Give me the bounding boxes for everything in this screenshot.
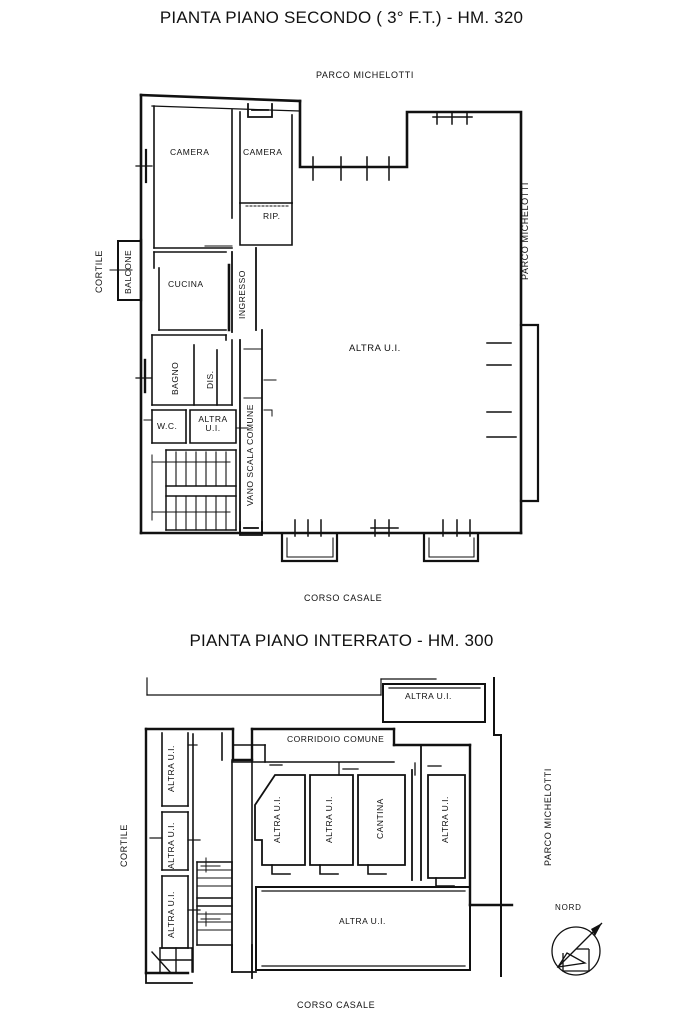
- room-label-altra-ui-cell-1: ALTRA U.I.: [272, 796, 282, 844]
- room-label-altra-ui-bottom: ALTRA U.I.: [339, 916, 386, 926]
- compass-icon: [551, 922, 603, 976]
- street-label-corso-casale-top-plan: CORSO CASALE: [304, 593, 383, 603]
- room-label-ingresso: INGRESSO: [237, 270, 247, 320]
- room-label-altra-ui-left-3: ALTRA U.I.: [166, 891, 176, 939]
- room-label-altra-ui-left-1: ALTRA U.I.: [166, 745, 176, 793]
- street-label-parco-michelotti-right: PARCO MICHELOTTI: [520, 182, 530, 280]
- compass-rose: NORD: [545, 903, 615, 985]
- room-label-altra-ui-top-right: ALTRA U.I.: [405, 691, 452, 701]
- room-label-bagno: BAGNO: [170, 361, 180, 395]
- room-label-wc: W.C.: [157, 421, 178, 431]
- plan-title-upper: PIANTA PIANO SECONDO ( 3° F.T.) - HM. 32…: [159, 8, 524, 27]
- room-label-vano-scala-comune: VANO SCALA COMUNE: [245, 404, 255, 506]
- room-label-altra-ui-small: ALTRA U.I.: [195, 415, 231, 433]
- room-label-altra-ui-main: ALTRA U.I.: [349, 343, 401, 354]
- street-label-cortile-top-plan: CORTILE: [94, 250, 104, 294]
- street-label-cortile-bottom-plan: CORTILE: [119, 824, 129, 868]
- room-label-altra-ui-left-2: ALTRA U.I.: [166, 822, 176, 870]
- room-label-dis: DIS.: [205, 370, 215, 390]
- street-label-parco-michelotti-bottom-plan: PARCO MICHELOTTI: [543, 768, 553, 866]
- room-label-cantina: CANTINA: [375, 798, 385, 840]
- room-label-cucina: CUCINA: [168, 279, 204, 289]
- altra-ui-small-line-1: ALTRA: [198, 414, 228, 424]
- room-label-altra-ui-cell-2: ALTRA U.I.: [324, 796, 334, 844]
- room-label-camera-2: CAMERA: [243, 147, 283, 157]
- altra-ui-small-line-2: U.I.: [205, 422, 221, 433]
- room-label-camera-1: CAMERA: [170, 147, 210, 157]
- street-label-corso-casale-bottom-plan: CORSO CASALE: [297, 1000, 376, 1010]
- street-label-parco-michelotti-top: PARCO MICHELOTTI: [316, 70, 414, 80]
- room-label-rip: RIP.: [263, 211, 281, 221]
- compass-nord-label: NORD: [555, 903, 582, 912]
- room-label-corridoio-comune: CORRIDOIO COMUNE: [287, 734, 385, 744]
- room-label-balcone: BALCONE: [123, 249, 133, 294]
- room-label-altra-ui-cell-4: ALTRA U.I.: [440, 796, 450, 844]
- plan-title-lower: PIANTA PIANO INTERRATO - HM. 300: [189, 631, 494, 650]
